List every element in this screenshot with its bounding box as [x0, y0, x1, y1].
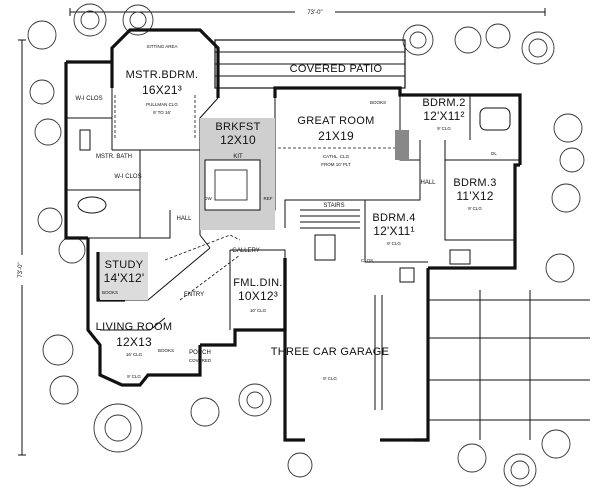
walkin-closet-1-label: W-I CLOS [75, 96, 102, 102]
living-room-ceiling: 16' CLG [126, 352, 143, 357]
closet-label: CLOS [361, 258, 373, 263]
exterior-walls [64, 28, 522, 442]
stairs-label: STAIRS [323, 203, 344, 209]
formal-dining-ceiling: 10' CLG [250, 308, 267, 313]
sitting-area-label: SITTING AREA [146, 44, 177, 49]
gallery-label: GALLERY [232, 248, 260, 254]
great-room-ceiling-height: FROM 10' PLT [321, 162, 351, 167]
hall-1-label: HALL [176, 216, 192, 222]
bedroom-4-name: BDRM.4 [372, 212, 415, 224]
bath-fixtures [77, 107, 511, 283]
study-name: STUDY [105, 259, 144, 271]
bedroom-3-name: BDRM.3 [453, 177, 496, 189]
formal-dining-name: FML.DIN. [233, 277, 282, 289]
master-bedroom-size: 16X21³ [142, 83, 182, 97]
study-books: BOOKS [102, 290, 118, 295]
study-size: 14'X12' [104, 271, 145, 285]
bedroom-2-name: BDRM.2 [422, 97, 465, 109]
kitchen-floor-hatch [200, 118, 275, 230]
porch-name: PORCH [189, 350, 211, 356]
ceiling-lines [114, 95, 395, 149]
stairs-treads [300, 209, 360, 229]
great-room-ceiling: CATHL. CLG [323, 154, 350, 159]
overall-depth-label: 73'-0" [18, 262, 24, 277]
bedroom-3-size: 11'X12 [456, 189, 493, 203]
great-room-size: 21X19 [318, 129, 354, 143]
fireplace [395, 130, 409, 160]
dishwasher-label: DW [204, 196, 212, 201]
porch-note: COVERED [189, 358, 212, 363]
living-room-size: 12X13 [116, 335, 152, 349]
bedroom-2-ceiling: 9' CLG [437, 126, 451, 131]
study-floor-hatch [100, 252, 148, 300]
bedroom-4-ceiling: 9' CLG [387, 241, 401, 246]
bedroom-2-size: 12'X11² [423, 109, 465, 123]
breakfast-size: 12X10 [220, 133, 256, 147]
books-2-label: BOOKS [158, 348, 174, 353]
dimension-lines [18, 8, 546, 456]
master-bath-label: MSTR. BATH [96, 154, 132, 160]
garage-ceiling: 9' CLG [323, 376, 337, 381]
master-bedroom-ceiling: PULLMAN CLG [146, 102, 178, 107]
master-bedroom-name: MSTR.BDRM. [126, 69, 199, 81]
overall-width-label: 73'-0" [307, 10, 322, 16]
kitchen-label: KIT [233, 154, 243, 160]
living-room-ceiling-2: 9' CLG [127, 374, 141, 379]
walkin-closet-2-label: W-I CLOS [114, 174, 141, 180]
dl-label: DL [491, 151, 497, 156]
gallery-passage [164, 234, 241, 301]
entry-label: ENTRY [184, 292, 204, 298]
bedroom-4-size: 12'X11¹ [373, 224, 415, 238]
books-1-label: BOOKS [370, 100, 386, 105]
great-room-name: GREAT ROOM [297, 115, 374, 127]
formal-dining-size: 10X12³ [238, 289, 278, 303]
garage-doors [374, 290, 590, 440]
hall-2-label: HALL [420, 180, 436, 186]
refrigerator-label: REF [264, 196, 273, 201]
living-room-name: LIVING ROOM [96, 321, 173, 333]
covered-patio-label: COVERED PATIO [290, 63, 383, 75]
bedroom-3-ceiling: 9' CLG [468, 206, 482, 211]
garage-name-line: THREE CAR GARAGE [271, 346, 389, 358]
breakfast-name: BRKFST [215, 121, 260, 133]
master-bedroom-ceiling-height: 9' TO 16' [153, 110, 171, 115]
